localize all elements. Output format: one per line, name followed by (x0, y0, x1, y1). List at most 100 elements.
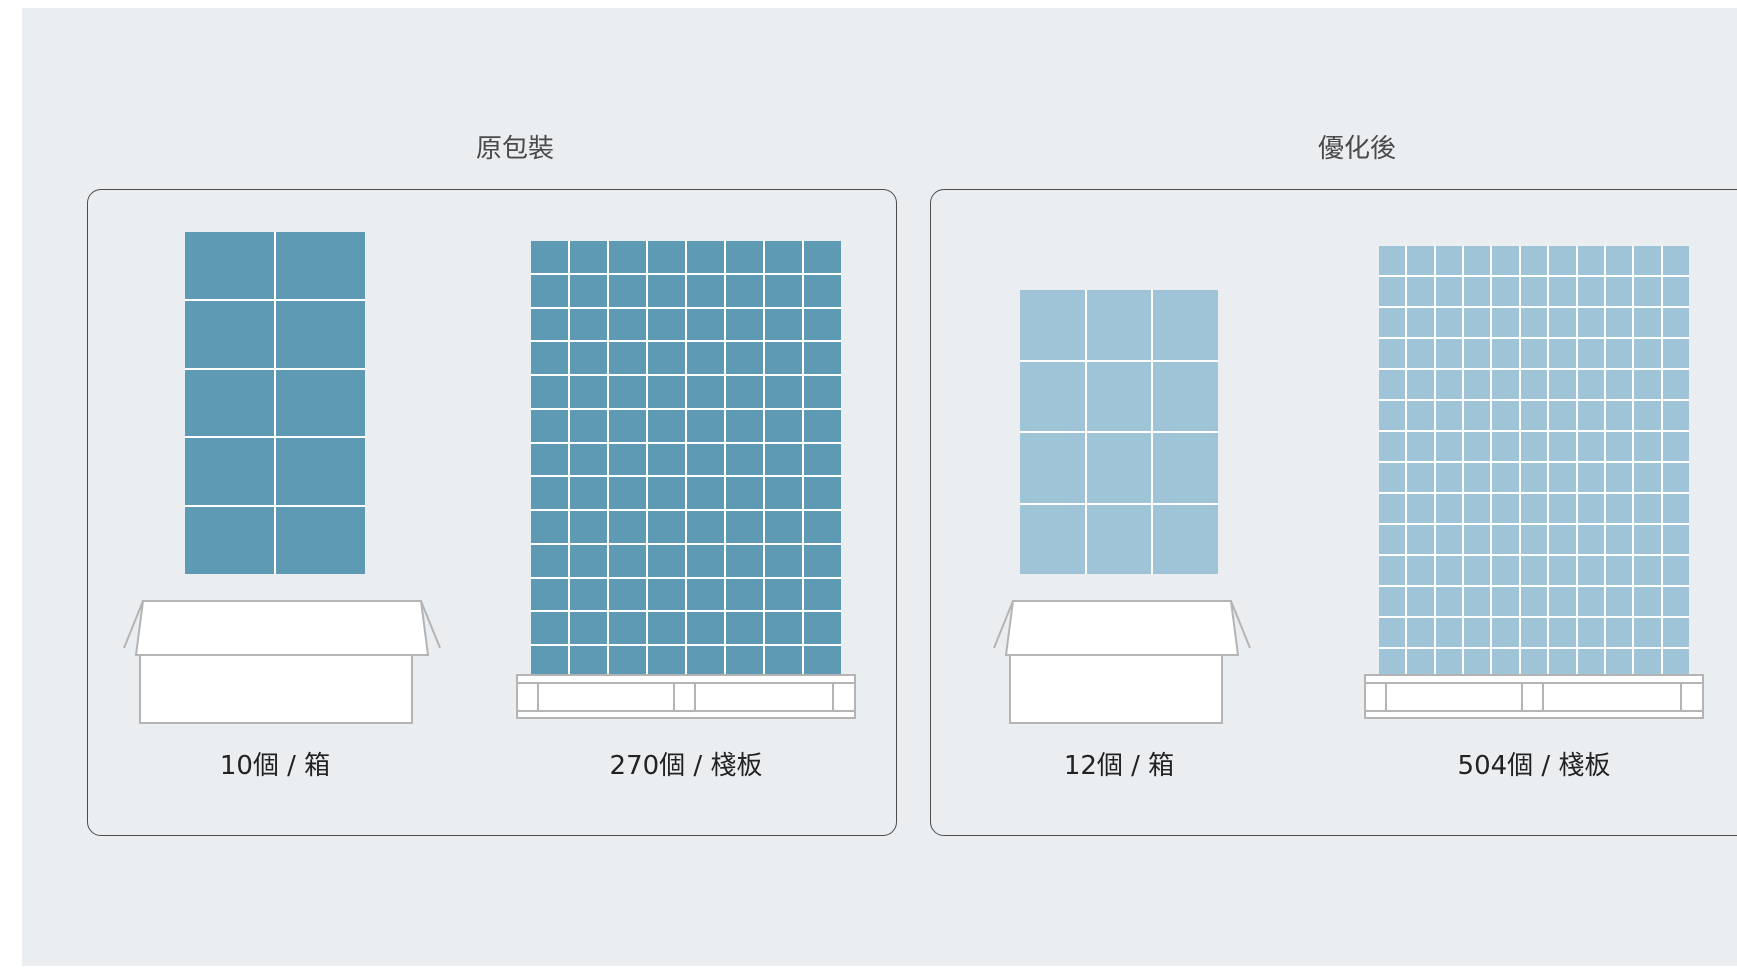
unit-cell (804, 511, 841, 543)
unit-cell (1407, 587, 1434, 616)
unit-cell (609, 443, 646, 476)
unit-cell (1662, 463, 1689, 492)
unit-cell (1662, 370, 1689, 399)
original-box-capacity-label: 10個 / 箱 (219, 751, 331, 781)
unit-cell (1407, 308, 1434, 337)
unit-cell (1520, 556, 1548, 585)
optimized-pallet-units-grid (1379, 246, 1689, 678)
unit-cell (570, 376, 607, 408)
unit-cell (276, 232, 365, 299)
unit-cell (1464, 432, 1491, 461)
unit-cell (1492, 649, 1519, 678)
unit-cell (1605, 463, 1633, 492)
unit-cell (687, 511, 724, 543)
unit-cell (1020, 433, 1085, 503)
unit-cell (1464, 246, 1491, 275)
unit-cell (1492, 246, 1519, 275)
unit-cell (1464, 370, 1491, 399)
unit-cell (1520, 246, 1548, 275)
original-box-units-grid (185, 232, 365, 574)
unit-cell (531, 274, 568, 307)
unit-cell (1605, 618, 1633, 647)
unit-cell (1407, 525, 1434, 554)
unit-cell (1662, 432, 1689, 461)
original-pallet-units-grid (531, 241, 841, 678)
unit-cell (1492, 339, 1519, 368)
unit-cell (1549, 587, 1576, 616)
unit-cell (1662, 556, 1689, 585)
unit-cell (726, 443, 763, 476)
unit-cell (1549, 339, 1576, 368)
unit-cell (1605, 246, 1633, 275)
unit-cell (1379, 556, 1406, 585)
unit-cell (185, 232, 274, 299)
unit-cell (609, 578, 646, 611)
unit-cell (185, 438, 274, 506)
unit-cell (1435, 432, 1463, 461)
unit-cell (1379, 587, 1406, 616)
unit-cell (1464, 587, 1491, 616)
unit-cell (1379, 246, 1406, 275)
unit-cell (1020, 504, 1085, 574)
optimized-open-box-icon (993, 600, 1251, 724)
unit-cell (1634, 308, 1661, 337)
unit-cell (1492, 525, 1519, 554)
unit-cell (1549, 277, 1576, 306)
unit-cell (1605, 649, 1633, 678)
unit-cell (804, 241, 841, 273)
unit-cell (1634, 370, 1661, 399)
unit-cell (687, 308, 724, 341)
original-packaging-title: 原包裝 (475, 134, 554, 164)
unit-cell (1605, 525, 1633, 554)
unit-cell (1549, 556, 1576, 585)
unit-cell (804, 612, 841, 645)
unit-cell (1464, 618, 1491, 647)
unit-cell (1379, 525, 1406, 554)
unit-cell (276, 438, 365, 506)
unit-cell (1520, 525, 1548, 554)
unit-cell (1605, 339, 1633, 368)
unit-cell (570, 511, 607, 543)
unit-cell (1407, 246, 1434, 275)
unit-cell (1605, 401, 1633, 430)
unit-cell (1407, 401, 1434, 430)
unit-cell (1577, 525, 1604, 554)
unit-cell (1464, 308, 1491, 337)
unit-cell (1492, 370, 1519, 399)
unit-cell (1549, 525, 1576, 554)
unit-cell (1605, 432, 1633, 461)
unit-cell (1662, 494, 1689, 523)
unit-cell (276, 507, 365, 574)
unit-cell (1662, 618, 1689, 647)
unit-cell (1662, 277, 1689, 306)
unit-cell (1577, 339, 1604, 368)
unit-cell (1407, 494, 1434, 523)
optimized-packaging-title: 優化後 (1317, 134, 1396, 164)
unit-cell (1662, 246, 1689, 275)
original-pallet-icon (516, 674, 856, 719)
unit-cell (1464, 277, 1491, 306)
unit-cell (687, 342, 724, 375)
unit-cell (1379, 649, 1406, 678)
unit-cell (609, 308, 646, 341)
unit-cell (1435, 618, 1463, 647)
unit-cell (1435, 401, 1463, 430)
optimized-packaging-panel (930, 189, 1737, 836)
unit-cell (531, 342, 568, 375)
unit-cell (609, 646, 646, 678)
unit-cell (609, 511, 646, 543)
unit-cell (648, 612, 685, 645)
unit-cell (804, 376, 841, 408)
unit-cell (648, 274, 685, 307)
unit-cell (804, 274, 841, 307)
unit-cell (648, 578, 685, 611)
unit-cell (531, 477, 568, 510)
unit-cell (1492, 308, 1519, 337)
unit-cell (1520, 587, 1548, 616)
unit-cell (765, 646, 802, 678)
unit-cell (1577, 401, 1604, 430)
unit-cell (1379, 494, 1406, 523)
unit-cell (1435, 556, 1463, 585)
unit-cell (570, 274, 607, 307)
unit-cell (1634, 587, 1661, 616)
